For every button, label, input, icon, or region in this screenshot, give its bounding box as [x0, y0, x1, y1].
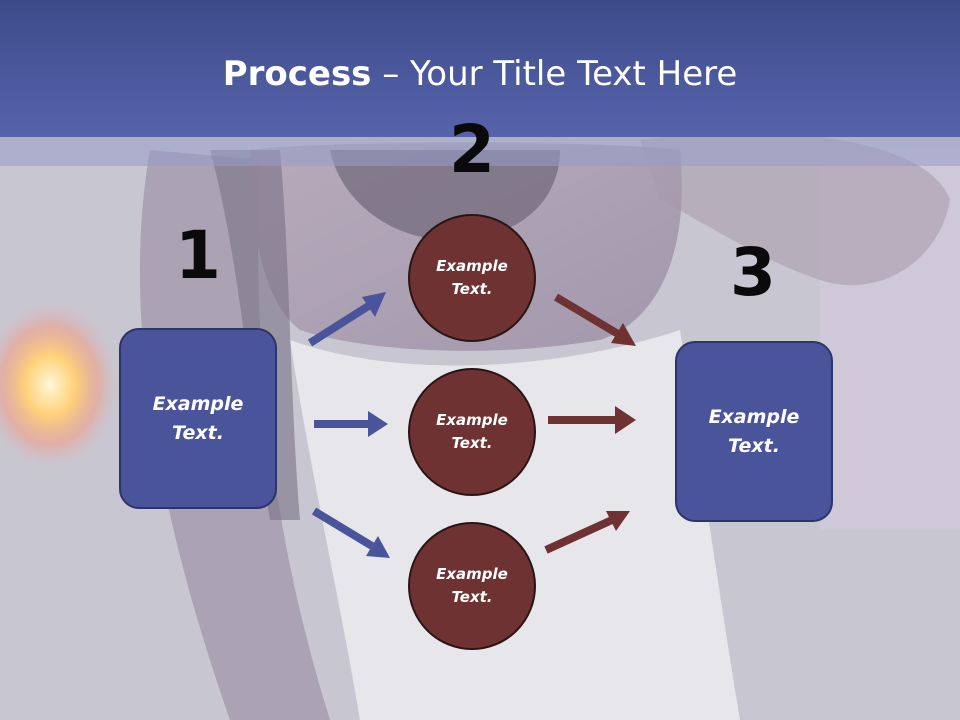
- title-bar: [0, 0, 960, 137]
- title-rest: – Your Title Text Here: [371, 54, 738, 94]
- red-arrow-down: [553, 293, 636, 346]
- blue-arrow-up: [307, 292, 386, 347]
- right-process-box[interactable]: Example Text.: [675, 341, 833, 522]
- step-number-1: 1: [175, 217, 221, 294]
- circle-top-label: Example Text.: [436, 257, 508, 298]
- red-arrow-up: [544, 511, 630, 554]
- process-circle-bottom[interactable]: Example Text.: [408, 522, 536, 650]
- blue-arrow-down: [311, 507, 390, 558]
- circle-middle-label: Example Text.: [436, 411, 508, 452]
- title-bar-strip: [0, 137, 960, 166]
- blue-arrow-middle: [314, 411, 388, 437]
- process-circle-middle[interactable]: Example Text.: [408, 368, 536, 496]
- right-box-label: Example Text.: [708, 405, 800, 457]
- process-circle-top[interactable]: Example Text.: [408, 214, 536, 342]
- red-arrow-middle: [548, 406, 636, 434]
- title-bold: Process: [222, 54, 372, 94]
- left-process-box[interactable]: Example Text.: [119, 328, 277, 509]
- step-number-3: 3: [730, 234, 776, 311]
- left-box-label: Example Text.: [152, 392, 244, 444]
- step-number-2: 2: [449, 111, 495, 188]
- circle-bottom-label: Example Text.: [436, 565, 508, 606]
- slide-title: Process – Your Title Text Here: [0, 52, 960, 96]
